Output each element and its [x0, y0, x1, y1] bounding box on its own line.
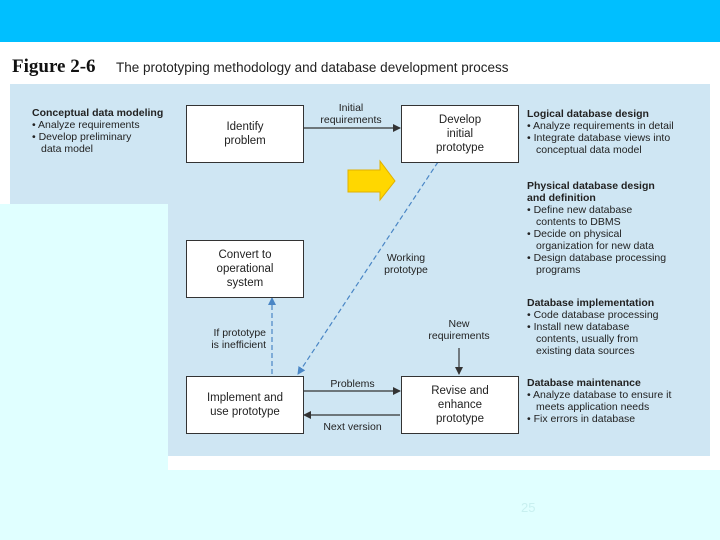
- box-convert-operational-system: Convert to operational system: [186, 240, 304, 298]
- box-develop-initial-prototype: Develop initial prototype: [401, 105, 519, 163]
- label-working-prototype: Working prototype: [384, 252, 428, 276]
- top-bar: [0, 0, 720, 42]
- figure-title: The prototyping methodology and database…: [116, 60, 509, 75]
- notes-logical-item: • Integrate database views into conceptu…: [527, 132, 671, 156]
- notes-maintenance-heading: Database maintenance: [527, 377, 641, 389]
- pointer-arrow: [347, 159, 396, 202]
- box-identify-problem: Identify problem: [186, 105, 304, 163]
- slide-header: [0, 42, 720, 84]
- notes-conceptual-heading: Conceptual data modeling: [32, 107, 164, 119]
- notes-logical-database-design: Logical database design • Analyze requir…: [527, 108, 707, 156]
- figure-label: Figure 2-6: [12, 56, 96, 77]
- notes-conceptual-item: • Analyze requirements: [32, 119, 140, 131]
- notes-physical-item: • Decide on physical organization for ne…: [527, 228, 654, 252]
- label-new-requirements: New requirements: [428, 318, 490, 342]
- notes-maintenance-item: • Fix errors in database: [527, 413, 636, 425]
- label-next-version: Next version: [323, 421, 382, 433]
- notes-maintenance-item: • Analyze database to ensure it meets ap…: [527, 389, 672, 413]
- notes-database-implementation: Database implementation • Code database …: [527, 297, 707, 357]
- page-number: 25: [521, 500, 536, 515]
- notes-physical-heading: Physical database design and definition: [527, 180, 655, 204]
- slide-overlay-block: [0, 204, 168, 540]
- notes-conceptual-data-modeling: Conceptual data modeling • Analyze requi…: [32, 107, 182, 155]
- box-revise-enhance-prototype: Revise and enhance prototype: [401, 376, 519, 434]
- label-if-prototype-inefficient: If prototype is inefficient: [211, 327, 266, 351]
- label-initial-requirements: Initial requirements: [320, 102, 382, 126]
- notes-implementation-item: • Code database processing: [527, 309, 659, 321]
- notes-logical-item: • Analyze requirements in detail: [527, 120, 674, 132]
- notes-implementation-item: • Install new database contents, usually…: [527, 321, 639, 357]
- label-problems: Problems: [330, 378, 375, 390]
- notes-database-maintenance: Database maintenance • Analyze database …: [527, 377, 707, 425]
- arrow-working-prototype: [297, 161, 439, 375]
- notes-physical-item: • Define new database contents to DBMS: [527, 204, 633, 228]
- notes-logical-heading: Logical database design: [527, 108, 649, 120]
- notes-physical-item: • Design database processing programs: [527, 252, 667, 276]
- notes-implementation-heading: Database implementation: [527, 297, 655, 309]
- notes-physical-database-design: Physical database design and definition …: [527, 180, 707, 276]
- notes-conceptual-item: • Develop preliminary data model: [32, 131, 132, 155]
- box-implement-use-prototype: Implement and use prototype: [186, 376, 304, 434]
